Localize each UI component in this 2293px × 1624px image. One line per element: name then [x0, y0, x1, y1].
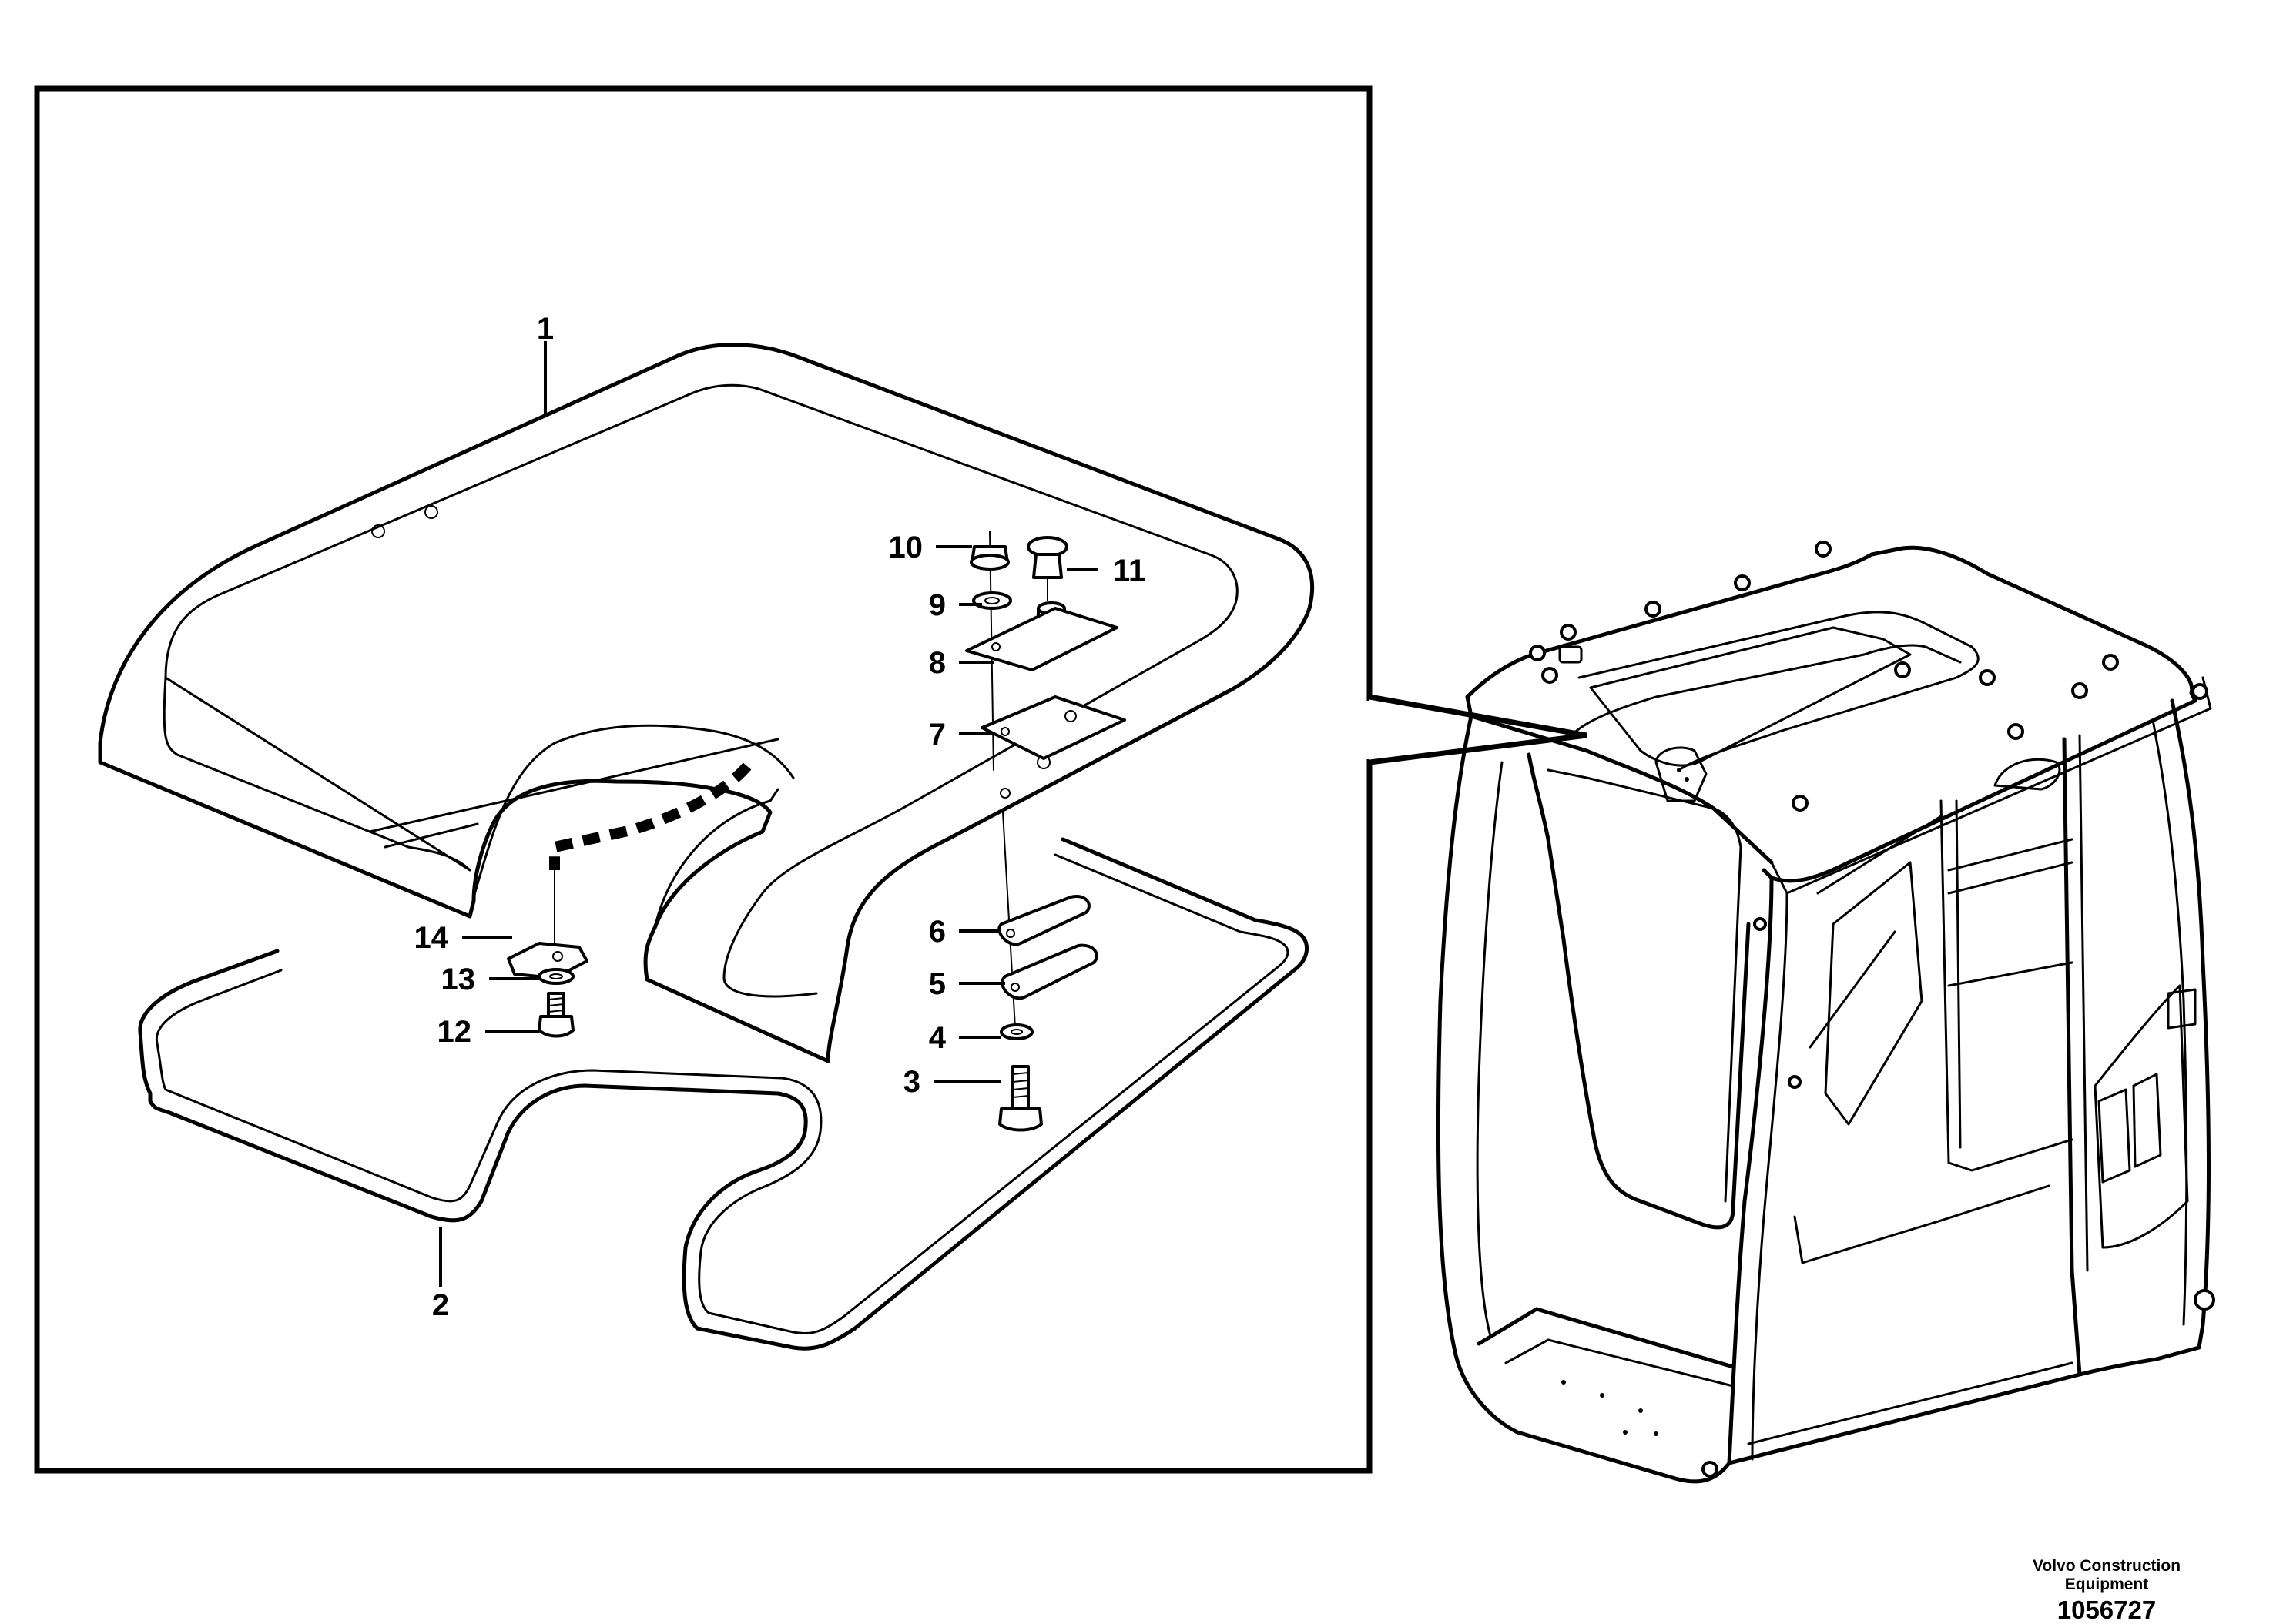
- brand-label: Volvo Construction Equipment: [1933, 1557, 2280, 1594]
- callout-5: 5: [929, 967, 946, 1001]
- callout-13: 13: [441, 963, 476, 996]
- callout-12: 12: [437, 1015, 472, 1049]
- part-labels: 1 2 3 4 5 6 7 8 9 10 11 12 13 14: [414, 312, 1146, 1322]
- callout-9: 9: [929, 588, 946, 622]
- hardware-stack: [965, 531, 1126, 1132]
- callout-11: 11: [1113, 554, 1145, 588]
- roof-bolts: [1529, 541, 2208, 812]
- callout-2: 2: [432, 1288, 449, 1322]
- leader-lines: [439, 341, 1098, 1287]
- drawing-number: 1056727: [2057, 1596, 2157, 1624]
- cab-overview: [1436, 541, 2215, 1484]
- callout-1: 1: [537, 312, 554, 346]
- callout-6: 6: [929, 915, 946, 949]
- brand-line-1: Volvo Construction: [2032, 1557, 2181, 1575]
- callout-10: 10: [889, 531, 924, 564]
- callout-8: 8: [929, 646, 946, 680]
- hidden-edge-dashed: [549, 762, 752, 870]
- callout-7: 7: [929, 718, 946, 752]
- callout-3: 3: [903, 1065, 920, 1099]
- detail-pointer: [1369, 694, 1587, 765]
- hardware-stack-left: [507, 869, 588, 1038]
- seal-part-2: [138, 837, 1309, 1351]
- detail-frame: [34, 85, 1373, 1474]
- roof-panel-part-1: [98, 343, 1315, 1063]
- brand-line-2: Equipment: [2064, 1575, 2149, 1593]
- callout-4: 4: [929, 1021, 947, 1055]
- callout-14: 14: [414, 921, 449, 955]
